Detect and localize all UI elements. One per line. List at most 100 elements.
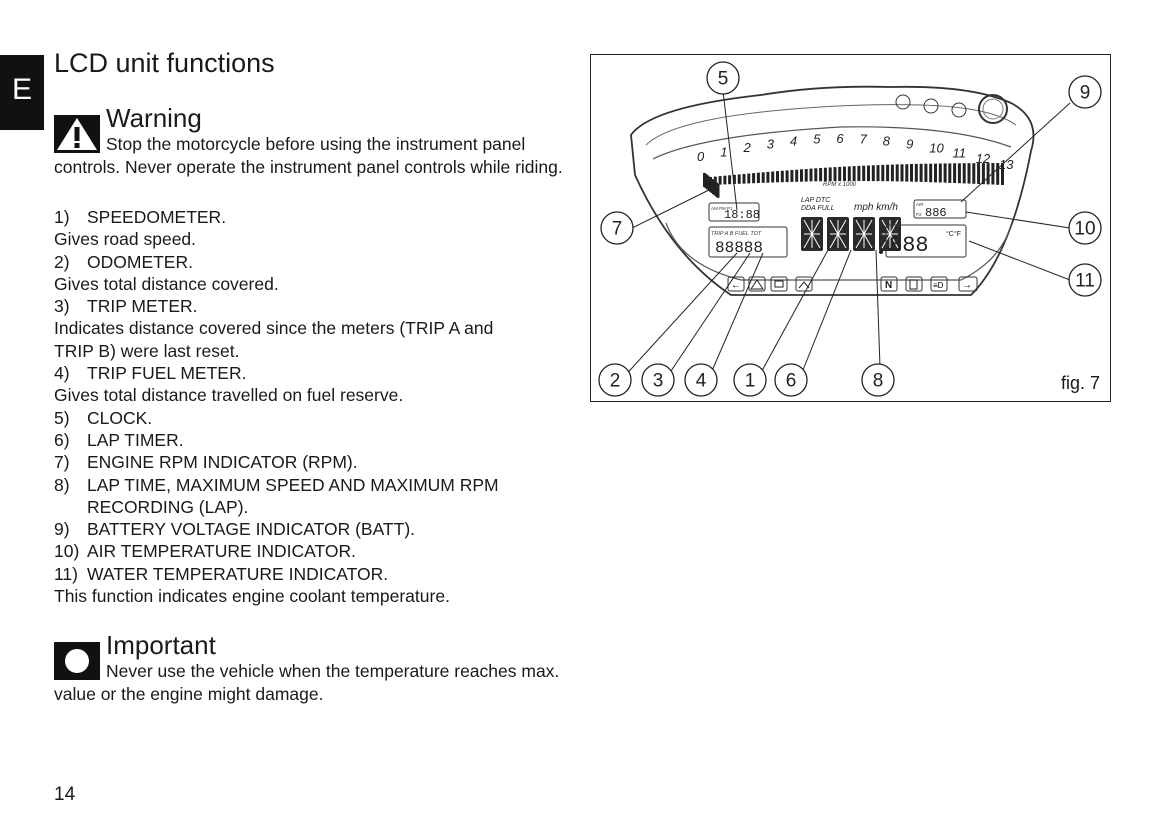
function-list: 1)SPEEDOMETER.Gives road speed.2)ODOMETE… [54,206,574,607]
list-item-label: TRIP FUEL METER. [87,363,247,384]
high-beam-light [930,276,948,292]
section-letter: E [11,73,32,106]
list-item: 11) WATER TEMPERATURE INDICATOR. [54,563,574,585]
list-item-number: 11) [54,563,78,584]
list-item: 8)LAP TIME, MAXIMUM SPEED AND MAXIMUM RP… [54,474,574,496]
rpm-scale-number: 4 [790,133,797,148]
callout-number: 1 [745,371,756,392]
callout-number: 10 [1074,219,1095,240]
rpm-bar [795,169,799,182]
rpm-scale-number: 10 [929,141,944,156]
turn-right-light [958,276,978,292]
hazard-light [748,276,766,292]
list-item-number: 6) [54,429,70,450]
callout-circle [733,363,767,397]
warning-icon [54,115,100,153]
rpm-bar [780,170,784,183]
list-item: 7)ENGINE RPM INDICATOR (RPM). [54,451,574,473]
callout-circle [1068,263,1102,297]
rpm-bar [785,170,789,183]
water-temp-frame [885,224,967,258]
list-item-description: TRIP B) were last reset. [54,340,240,361]
list-item-label: LAP TIME, MAXIMUM SPEED AND MAXIMUM RPM [87,474,499,495]
list-item-description: Gives road speed. [54,229,197,250]
callout-circle [861,363,895,397]
rpm-bar [977,163,981,184]
rpm-bar [776,171,779,183]
odometer-readout: 88888 [715,239,763,257]
rpm-bar [723,175,727,185]
rpm-bar [886,164,890,182]
rpm-bar [967,163,971,184]
rpm-bar [852,166,856,181]
callout-number: 7 [612,219,623,240]
list-item-number: 1) [54,207,70,227]
warning-callout: Warning Stop the motorcycle before using… [54,103,574,203]
list-item-description: Indicates distance covered since the met… [54,318,494,339]
rpm-bar [881,164,885,182]
rpm-bar [771,171,775,183]
page-title: LCD unit functions [54,48,275,78]
dashboard-outline [630,85,1035,296]
oil-light [795,276,813,292]
rpm-bar [962,163,966,184]
rpm-scale-number: 3 [767,136,775,151]
rpm-scale-number: 9 [906,136,913,151]
rpm-bar [948,163,952,183]
trip-frame [708,226,788,258]
rpm-bar [929,163,933,183]
rpm-bar [934,163,937,183]
rpm-bar [713,176,717,185]
callout-circle [641,363,675,397]
list-item: 5) CLOCK. [54,407,574,429]
list-item: 10)AIR TEMPERATURE INDICATOR. [54,540,574,562]
rpm-scale-number: 5 [813,132,821,147]
section-tab: E [0,55,44,130]
list-item-description: Gives total distance covered. [54,273,279,294]
rpm-bar [761,172,765,183]
important-icon [54,642,100,680]
rpm-scale-number: 2 [743,140,752,155]
rpm-bar [838,166,842,182]
neutral-light [880,276,898,292]
rpm-bar [914,163,918,182]
rpm-bar [862,165,866,181]
rpm-bar [919,163,923,182]
control-knob-1 [895,94,911,110]
ignition-button [978,94,1008,124]
rpm-scale-number: 12 [976,151,991,166]
rpm-bar [900,164,904,182]
svg-text:≡D: ≡D [933,281,944,290]
rpm-bar [800,169,803,182]
trip-header: TRIP A B FUEL TOT [711,231,762,237]
callout-number: 5 [718,69,729,90]
list-item-number: 5) [54,407,70,428]
rpm-bar [996,163,1000,185]
rpm-scale-number: 0 [697,149,705,164]
list-item: 9)BATTERY VOLTAGE INDICATOR (BATT). [54,518,574,540]
rpm-bar [737,174,741,184]
list-item-label: WATER TEMPERATURE INDICATOR. [87,563,389,584]
rpm-bar [910,164,913,182]
rpm-bar [957,163,961,184]
rpm-scale-number: 6 [836,131,844,146]
important-callout: Important Never use the vehicle when the… [54,630,574,710]
neutral-letter: N [885,280,892,291]
list-item-label: CLOCK. [87,407,153,428]
speed-digit [827,217,849,251]
control-knob-2 [923,98,939,114]
rpm-bar [876,165,880,182]
figure-label: fig. 7 [1060,373,1100,393]
engine-light [770,276,788,292]
rpm-bar [991,163,995,185]
rpm-bar [986,163,990,185]
list-item-number: 9) [54,519,70,540]
callout-circle [598,363,632,397]
list-item-number: 10) [54,541,80,562]
callout-number: 11 [1075,271,1095,292]
callout-circle [600,211,634,245]
dda-full-label: DDA FULL [801,205,835,212]
clock-readout: 18:88 [724,208,760,222]
rpm-bar [756,172,760,183]
